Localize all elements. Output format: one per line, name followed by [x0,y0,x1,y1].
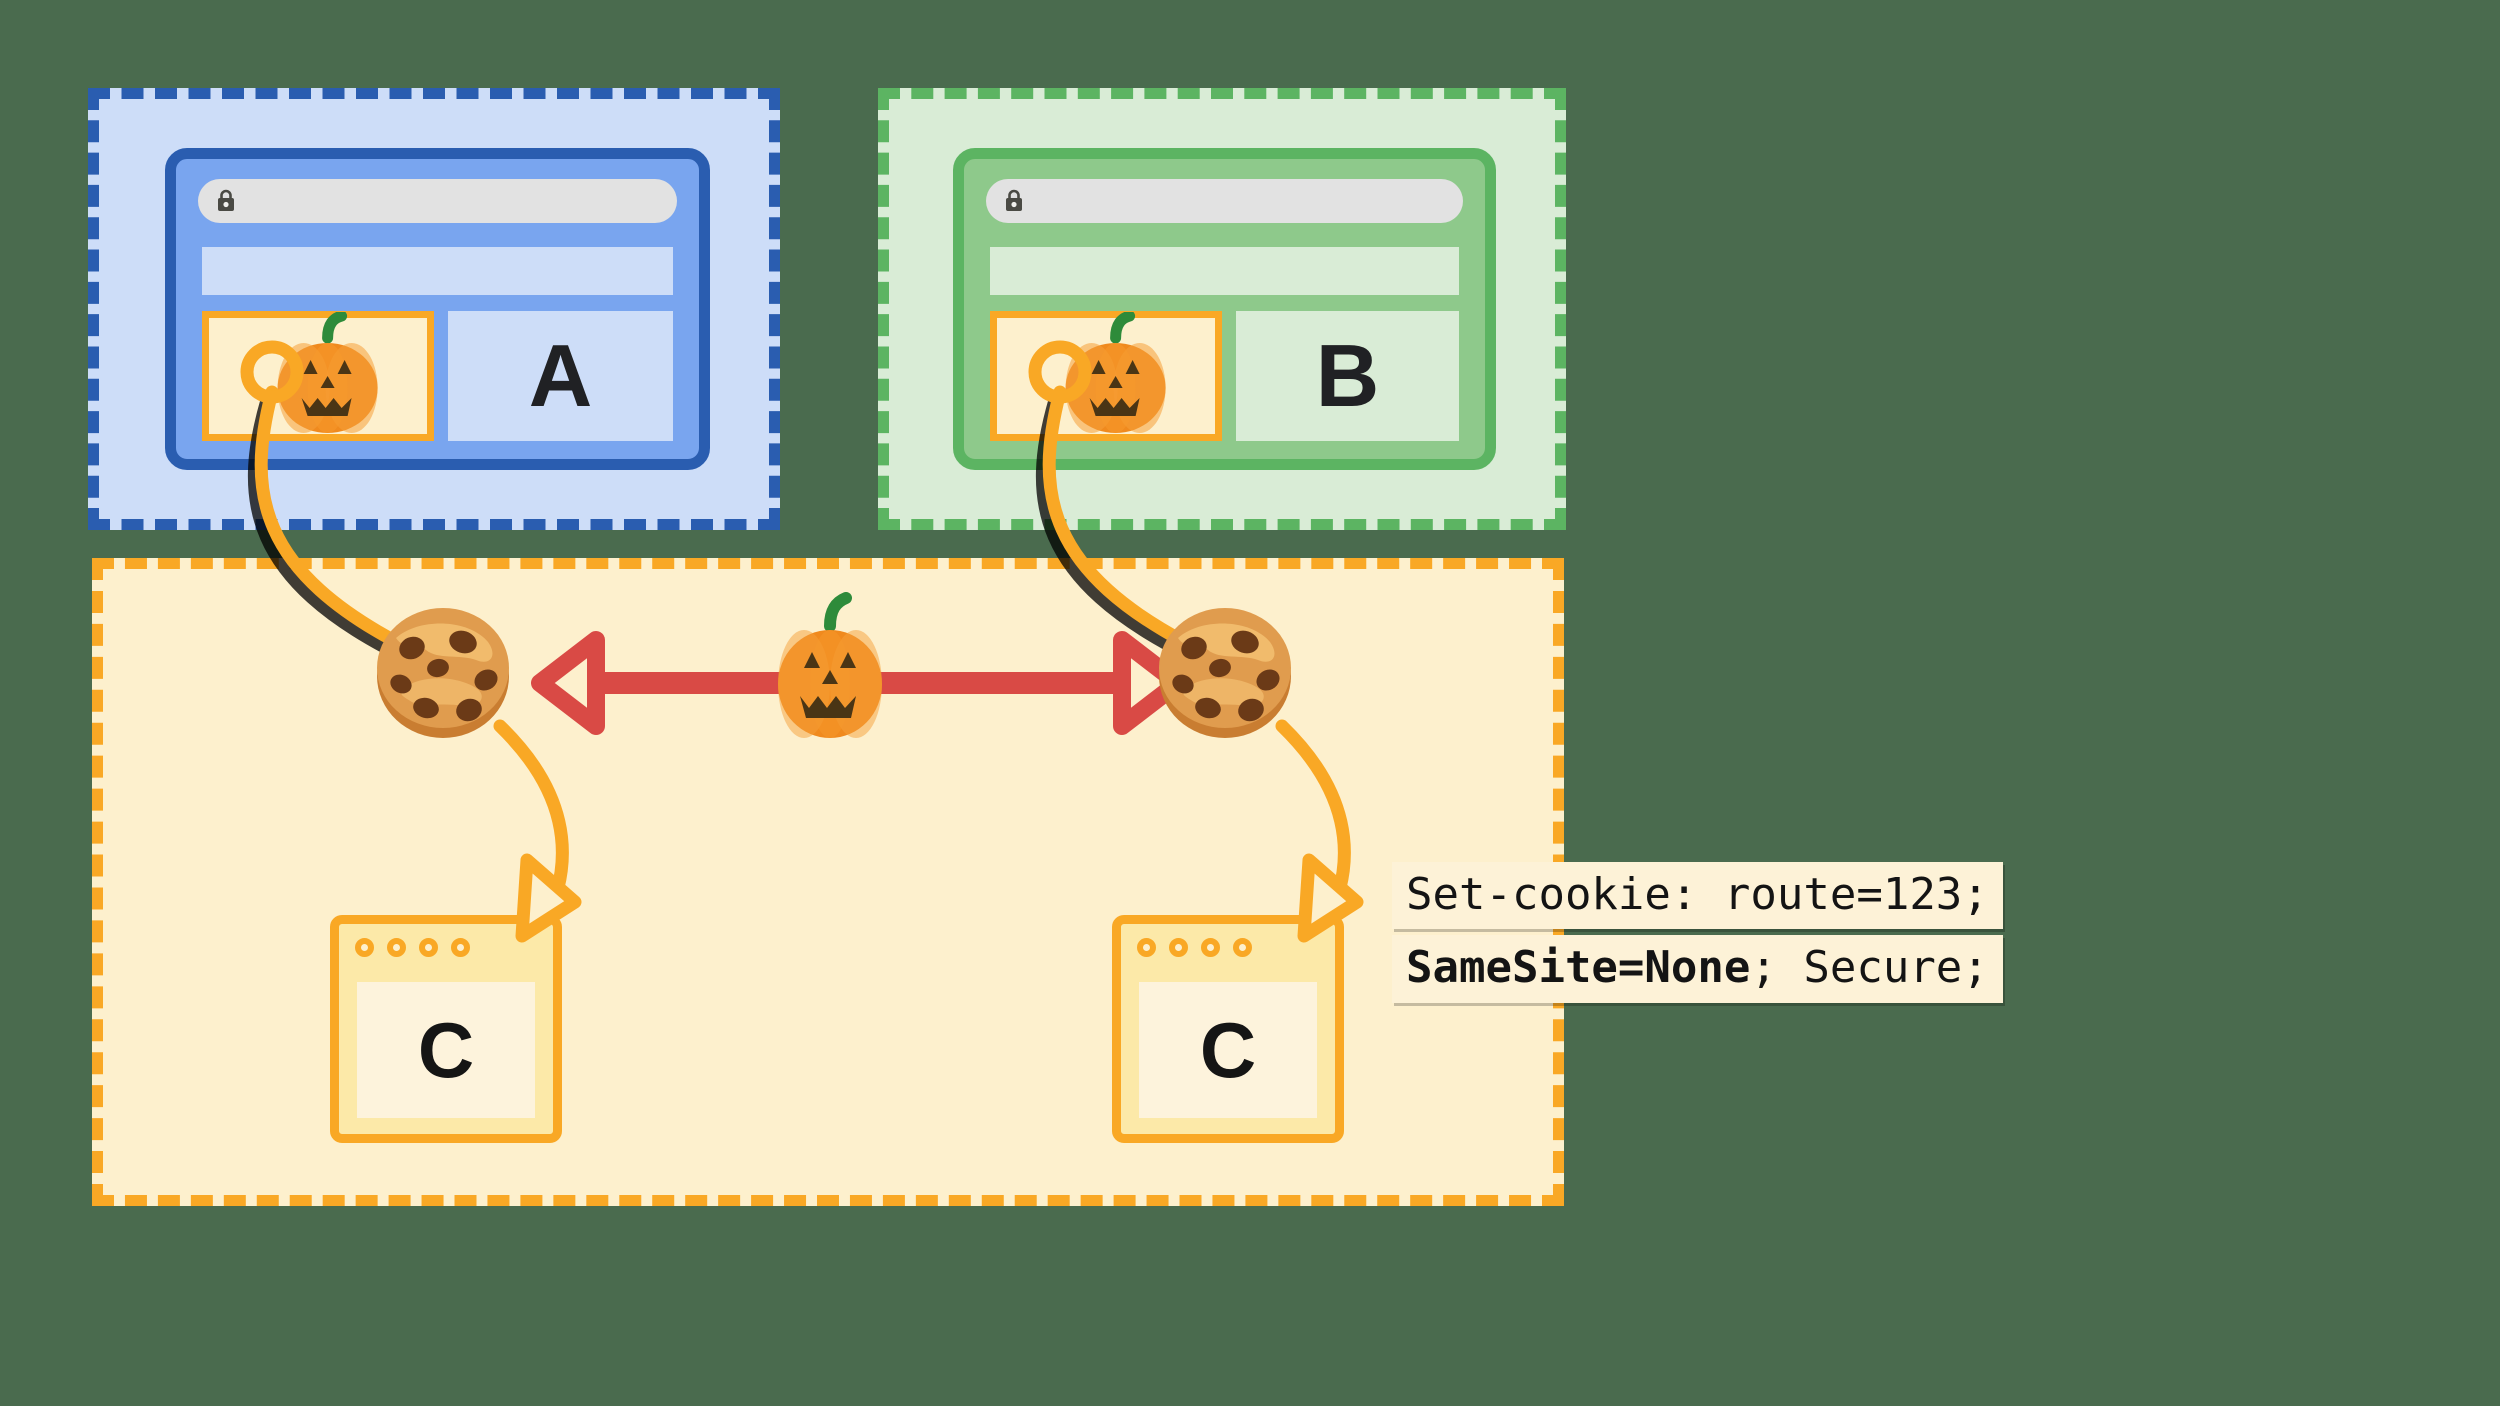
callout-samesite-token: SameSite=None [1406,942,1751,994]
code-callout: Set-cookie: route=123; SameSite=None; Se… [1392,862,2003,1003]
page-letter-a: A [448,311,673,441]
server-dot-icon [451,938,470,957]
callout-line-1: Set-cookie: route=123; [1392,862,2003,930]
callout-line-2: SameSite=None; Secure; [1392,935,2003,1003]
server-c-right: C [1112,915,1344,1143]
pumpkin-icon [778,592,882,738]
server-dot-icon [387,938,406,957]
address-bar-b[interactable] [986,179,1463,223]
server-dots [1137,938,1252,957]
server-dot-icon [1169,938,1188,957]
server-dot-icon [355,938,374,957]
server-dots [355,938,470,957]
lock-icon [218,189,234,211]
third-party-frame-b [990,311,1222,441]
callout-secure-token: ; Secure; [1750,942,1989,994]
lock-icon [1006,189,1022,211]
pumpkin-icon [1065,312,1166,433]
cookie-icon [377,608,509,738]
content-row-b: B [990,311,1459,441]
pumpkin-icon [277,312,378,433]
browser-window-a: A [165,148,710,470]
page-letter-b: B [1236,311,1459,441]
server-dot-icon [1201,938,1220,957]
content-row-a: A [202,311,673,441]
cookie-icon [1159,608,1291,738]
server-dot-icon [419,938,438,957]
server-dot-icon [1137,938,1156,957]
address-bar-a[interactable] [198,179,677,223]
browser-window-b: B [953,148,1496,470]
content-strip-b [990,247,1459,295]
server-letter-left: C [357,982,535,1118]
server-letter-right: C [1139,982,1317,1118]
server-dot-icon [1233,938,1252,957]
server-c-left: C [330,915,562,1143]
content-strip-a [202,247,673,295]
third-party-frame-a [202,311,434,441]
